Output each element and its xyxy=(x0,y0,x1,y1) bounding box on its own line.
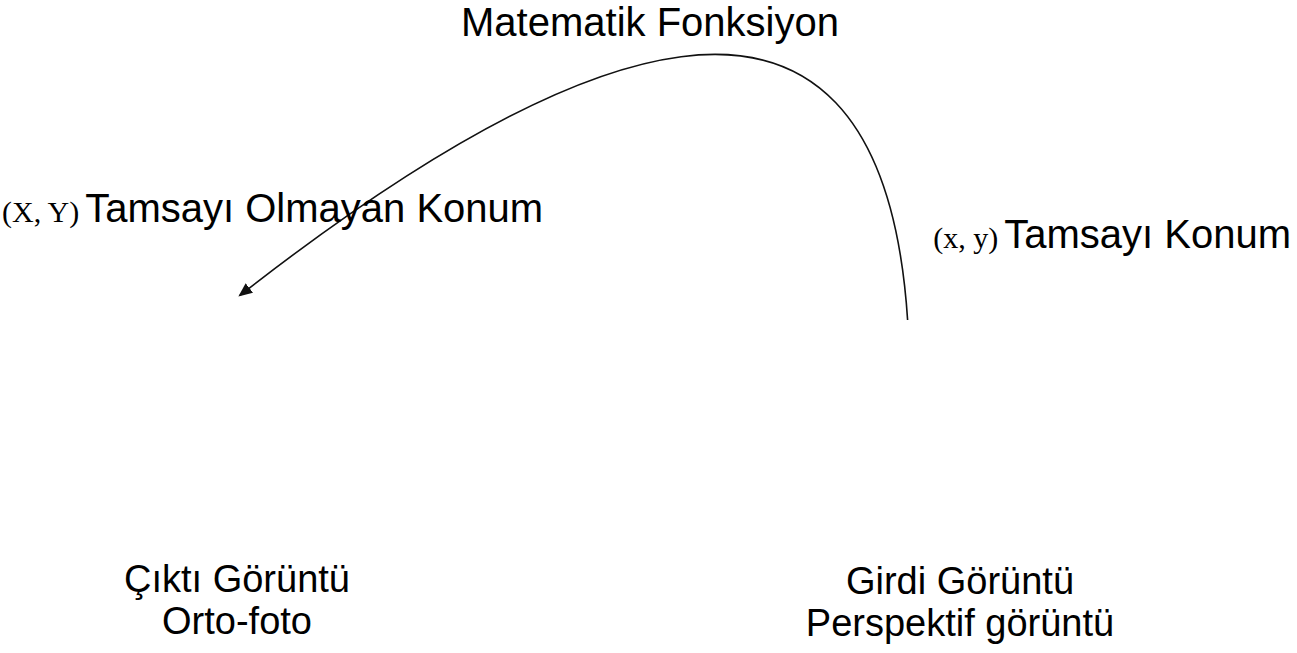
grid-image-node: (X, Y)Tamsayı Olmayan KonumÇıktı Görüntü… xyxy=(0,180,620,650)
grid-border xyxy=(821,261,1104,554)
edge-label-holder: Matematik Fonksiyon xyxy=(0,2,1297,42)
position-label-row: (X, Y)Tamsayı Olmayan Konum xyxy=(2,186,543,230)
coordinate-label: (X, Y) xyxy=(2,195,79,228)
image-caption: Çıktı Görüntü xyxy=(0,560,474,598)
position-label: Tamsayı Olmayan Konum xyxy=(85,186,543,230)
image-caption: Orto-foto xyxy=(0,602,474,640)
image-caption: Perspektif görüntü xyxy=(760,604,1160,642)
pixel-dot xyxy=(229,295,240,306)
input-grid xyxy=(820,260,1104,554)
aerial-photo xyxy=(820,260,1103,553)
function-label: Matematik Fonksiyon xyxy=(457,2,843,42)
position-label-row: (x, y)Tamsayı Konum xyxy=(933,212,1291,256)
pixel-dot xyxy=(903,321,913,331)
grid-cells xyxy=(820,260,1103,553)
image-caption: Girdi Görüntü xyxy=(760,562,1160,600)
grid-image-node: (x, y)Tamsayı KonumGirdi GörüntüPerspekt… xyxy=(760,190,1297,653)
position-label: Tamsayı Konum xyxy=(1004,212,1291,256)
coordinate-label: (x, y) xyxy=(933,221,998,254)
